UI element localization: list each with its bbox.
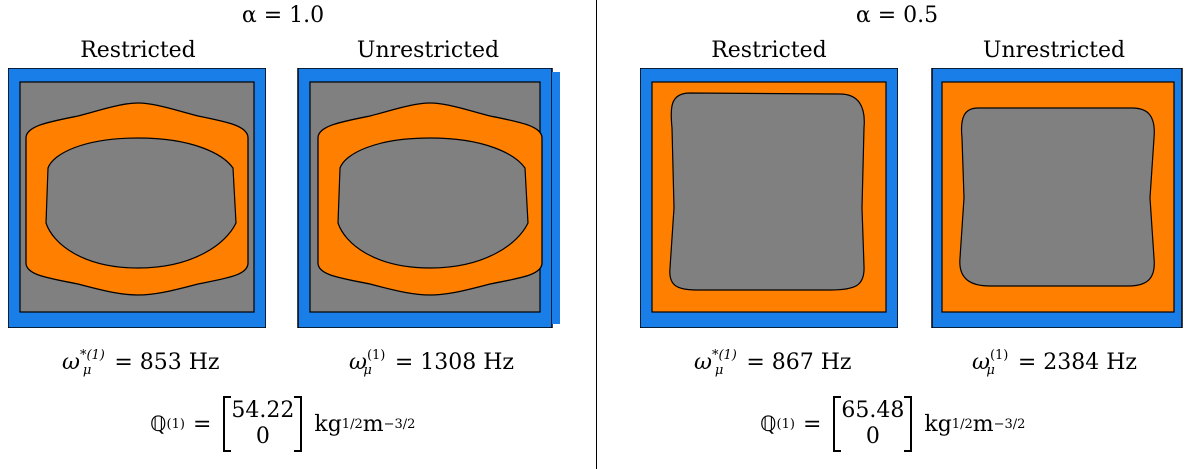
q-unit-kg: kg (924, 411, 952, 437)
unrestricted-label-2: Unrestricted (982, 38, 1126, 63)
frequency-value: = 1308 Hz (394, 350, 515, 375)
q-matrix: 65.48 0 (833, 396, 913, 452)
frequency-value: = 867 Hz (746, 350, 852, 375)
frequency-subscript: μ (714, 363, 724, 378)
gray-core-region (959, 107, 1155, 287)
frequency-subscript: μ (363, 363, 372, 378)
q-matrix-bottom: 0 (255, 424, 270, 449)
q-symbol: ℚ (150, 412, 167, 436)
frequency-superscript: (1) (366, 348, 386, 363)
frequency-superscript: *(1) (711, 348, 737, 363)
panel-frame-shift (552, 72, 560, 324)
panel-unrestricted-alpha-1 (297, 68, 560, 328)
frequency-symbol: ω (694, 350, 712, 375)
unrestricted-frequency-2: ω(1)μ = 2384 Hz (972, 348, 1137, 378)
panel-unrestricted-alpha-2 (931, 68, 1183, 328)
q-matrix: 54.22 0 (223, 396, 303, 452)
frequency-superscript: *(1) (79, 348, 105, 363)
q-unit-kg: kg (314, 411, 342, 437)
q-equals: = (802, 411, 822, 437)
frequency-superscript: (1) (989, 348, 1009, 363)
restricted-frequency-1: ω*(1)μ = 853 Hz (62, 348, 220, 378)
q-superscript: (1) (166, 416, 185, 432)
q-unit-m: m (972, 411, 994, 437)
gray-core-region (45, 137, 237, 269)
frequency-value: = 853 Hz (114, 350, 220, 375)
panel-restricted-alpha-1 (8, 68, 266, 328)
unrestricted-label-1: Unrestricted (356, 38, 500, 63)
alpha-title-1: α = 1.0 (241, 3, 325, 28)
restricted-label-1: Restricted (80, 38, 196, 63)
frequency-subscript: μ (82, 363, 92, 378)
q-matrix-top: 65.48 (841, 398, 905, 423)
restricted-frequency-2: ω*(1)μ = 867 Hz (694, 348, 852, 378)
alpha-title-2: α = 0.5 (855, 3, 939, 28)
frequency-symbol: ω (972, 350, 990, 375)
gray-core-region (337, 137, 529, 269)
q-unit-m-exp: −3/2 (383, 416, 416, 432)
frequency-subscript: μ (986, 363, 995, 378)
frequency-symbol: ω (349, 350, 367, 375)
frequency-symbol: ω (62, 350, 80, 375)
q-symbol: ℚ (760, 412, 777, 436)
q-unit-m: m (362, 411, 384, 437)
restricted-label-2: Restricted (711, 38, 827, 63)
frequency-value: = 2384 Hz (1017, 350, 1138, 375)
q-unit-kg-exp: 1/2 (341, 416, 363, 432)
q-matrix-top: 54.22 (231, 398, 295, 423)
q-equals: = (192, 411, 212, 437)
panel-restricted-alpha-2 (640, 68, 898, 328)
group-divider (596, 0, 597, 469)
q-unit-m-exp: −3/2 (993, 416, 1026, 432)
q-matrix-bottom: 0 (865, 424, 880, 449)
gray-core-region (669, 92, 865, 291)
unrestricted-frequency-1: ω(1)μ = 1308 Hz (349, 348, 514, 378)
q-superscript: (1) (776, 416, 795, 432)
q-unit-kg-exp: 1/2 (951, 416, 973, 432)
